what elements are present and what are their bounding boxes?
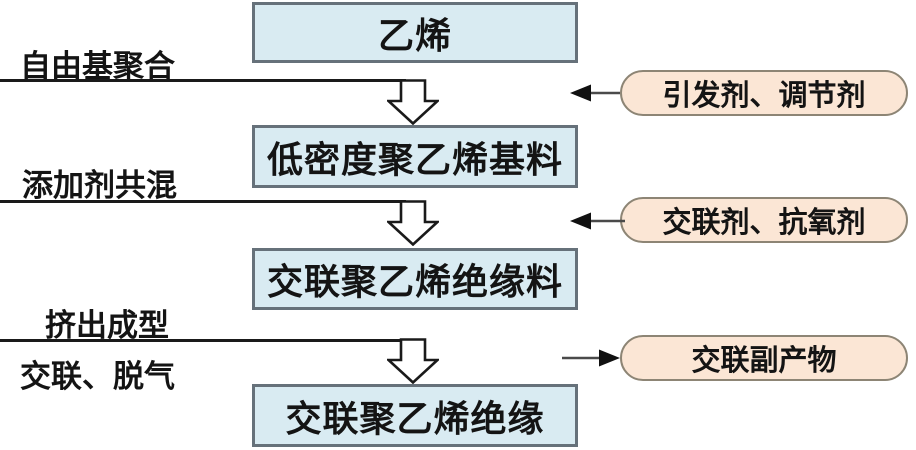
step-label-crosslink-degas: 交联、脱气: [20, 359, 175, 394]
oval-label: 交联副产物: [691, 345, 837, 377]
additive-oval-initiator: 引发剂、调节剂: [620, 70, 908, 116]
down-block-arrow-icon: [387, 338, 439, 384]
process-box-label: 交联聚乙烯绝缘料: [266, 261, 563, 302]
step-label-blending: 添加剂共混: [22, 168, 177, 203]
left-arrow-icon: [570, 212, 625, 230]
step-label-extrusion: 挤出成型: [45, 308, 169, 343]
step-label-polymerization: 自由基聚合: [20, 49, 175, 84]
process-box-label: 低密度聚乙烯基料: [266, 138, 563, 180]
down-block-arrow-icon: [387, 200, 439, 246]
process-box-xlpe-compound: 交联聚乙烯绝缘料: [252, 248, 578, 310]
oval-label: 引发剂、调节剂: [662, 80, 866, 112]
right-arrow-icon: [562, 349, 620, 367]
process-box-ethylene: 乙烯: [252, 2, 578, 63]
byproduct-oval: 交联副产物: [620, 335, 908, 381]
step-rule-1: [0, 79, 406, 82]
oval-label: 交联剂、抗氧剂: [662, 207, 866, 239]
step-rule-3: [0, 339, 406, 342]
process-box-ldpe-base: 低密度聚乙烯基料: [252, 125, 578, 188]
left-arrow-icon: [570, 84, 620, 102]
step-rule-2: [0, 200, 406, 203]
process-box-xlpe-insulation: 交联聚乙烯绝缘: [252, 384, 578, 447]
additive-oval-crosslinker: 交联剂、抗氧剂: [620, 197, 908, 243]
process-box-label: 乙烯: [377, 14, 452, 56]
process-box-label: 交联聚乙烯绝缘: [285, 397, 545, 439]
down-block-arrow-icon: [387, 79, 439, 125]
